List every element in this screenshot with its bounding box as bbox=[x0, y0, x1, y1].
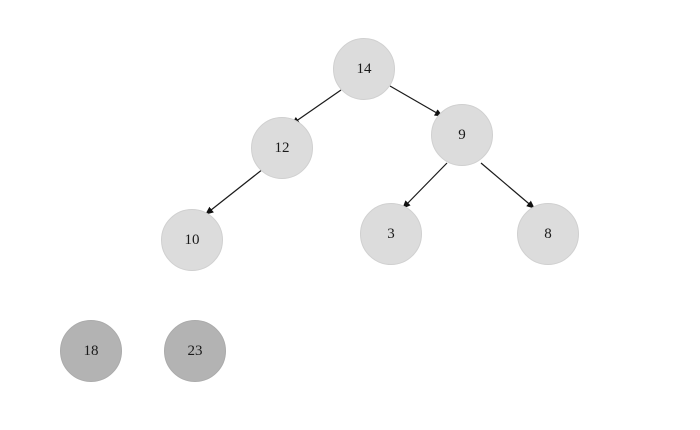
node-label-14: 14 bbox=[356, 60, 372, 77]
tree-edge-n9-to-n8 bbox=[480, 162, 535, 209]
tree-node-9[interactable]: 9 bbox=[431, 104, 493, 166]
node-label-9: 9 bbox=[458, 126, 466, 143]
node-label-12: 12 bbox=[274, 139, 290, 156]
tree-node-23[interactable]: 23 bbox=[164, 320, 226, 382]
tree-node-12[interactable]: 12 bbox=[251, 117, 313, 179]
node-label-23: 23 bbox=[187, 342, 203, 359]
tree-node-10[interactable]: 10 bbox=[161, 209, 223, 271]
node-label-10: 10 bbox=[184, 231, 200, 248]
tree-edge-n14-to-n9 bbox=[389, 85, 444, 117]
node-label-8: 8 bbox=[544, 225, 552, 242]
tree-node-18[interactable]: 18 bbox=[60, 320, 122, 382]
tree-edge-n12-to-n10 bbox=[205, 168, 264, 215]
tree-edge-n9-to-n3 bbox=[402, 162, 448, 209]
node-label-18: 18 bbox=[83, 342, 99, 359]
tree-node-3[interactable]: 3 bbox=[360, 203, 422, 265]
tree-edge-n14-to-n12 bbox=[291, 89, 342, 125]
tree-node-8[interactable]: 8 bbox=[517, 203, 579, 265]
tree-node-14[interactable]: 14 bbox=[333, 38, 395, 100]
node-label-3: 3 bbox=[387, 225, 395, 242]
